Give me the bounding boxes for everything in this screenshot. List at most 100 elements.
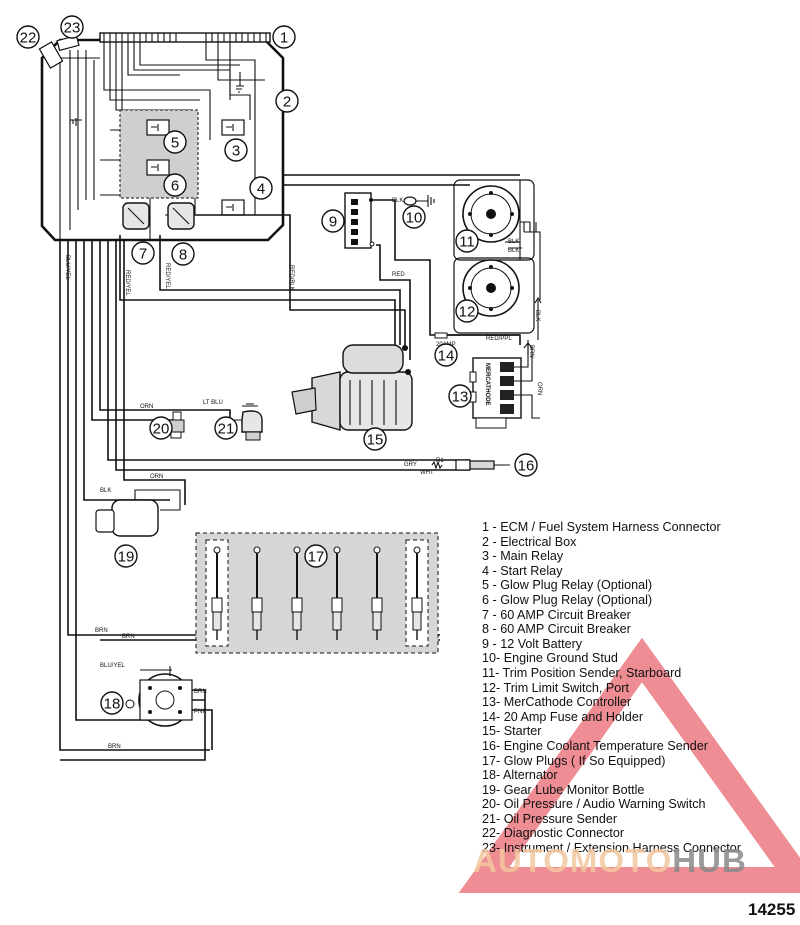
glow-plug — [251, 546, 263, 640]
callout-number: 15 — [367, 432, 384, 449]
legend-item: 5 - Glow Plug Relay (Optional) — [482, 578, 653, 593]
callout-19: 19 — [114, 544, 138, 568]
wire-label: BRN — [108, 744, 121, 750]
callout-number: 19 — [118, 549, 135, 566]
legend-item: 10- Engine Ground Stud — [482, 651, 618, 666]
callout-3: 3 — [224, 138, 248, 162]
legend-item: 13- MerCathode Controller — [482, 695, 632, 710]
engine-ground-stud — [403, 195, 435, 207]
callout-21: 21 — [214, 416, 238, 440]
instrument-harness-connector — [56, 34, 80, 52]
callout-number: 23 — [64, 20, 81, 37]
wire-label: BLU/YEL — [100, 663, 125, 669]
callout-2: 2 — [275, 89, 299, 113]
wire-label: BRN — [528, 345, 534, 358]
callout-number: 5 — [171, 135, 179, 152]
trim-sender-leads — [505, 180, 542, 355]
watermark-part-2: HUB — [672, 842, 747, 879]
wire-label: BLK — [392, 198, 403, 204]
parts-legend: 1 - ECM / Fuel System Harness Connector 2… — [482, 520, 782, 856]
wire-label: BRN — [122, 634, 135, 640]
callout-7: 7 — [131, 241, 155, 265]
callout-12: 12 — [455, 299, 479, 323]
gear-lube-monitor-bottle — [95, 489, 181, 537]
wire-label: BLK — [508, 248, 519, 254]
callout-number: 14 — [438, 348, 455, 365]
watermark-part-1: AUTOMOTO — [473, 842, 673, 879]
callout-number: 18 — [104, 696, 121, 713]
legend-item: 7 - 60 AMP Circuit Breaker — [482, 607, 631, 622]
callout-13: 13 — [448, 384, 472, 408]
wire-label: RED/BLK — [288, 265, 294, 291]
callout-number: 4 — [257, 181, 265, 198]
legend-item: 17- Glow Plugs ( If So Equipped) — [482, 753, 666, 768]
wire-label: BLK — [534, 310, 540, 321]
oil-pressure-sender — [230, 403, 263, 441]
callout-14: 14 — [434, 343, 458, 367]
callout-number: 13 — [452, 389, 469, 406]
wire-label: RED/PPL — [486, 336, 512, 342]
wire-label: RED — [392, 272, 405, 278]
legend-item: 23- Instrument / Extension Harness Conne… — [482, 841, 741, 856]
glow-plug — [331, 546, 343, 640]
wire-label: GRY — [404, 462, 417, 468]
wire-label: ORN — [140, 404, 153, 410]
legend-item: 12- Trim Limit Switch, Port — [482, 680, 629, 695]
wire-label: R1 — [436, 458, 444, 464]
mercathode-label: MERCATHODE — [484, 363, 490, 406]
legend-item: 4 - Start Relay — [482, 563, 563, 578]
legend-item: 20- Oil Pressure / Audio Warning Switch — [482, 797, 706, 812]
electrical-box — [40, 32, 285, 242]
callout-number: 17 — [308, 549, 325, 566]
callout-4: 4 — [249, 176, 273, 200]
legend-item: 14- 20 Amp Fuse and Holder — [482, 709, 644, 724]
callout-11: 11 — [455, 229, 479, 253]
callout-number: 6 — [171, 178, 179, 195]
figure-number: 14255 — [748, 900, 796, 919]
harness-wires — [59, 174, 521, 761]
battery — [344, 192, 375, 249]
callout-18: 18 — [100, 691, 124, 715]
legend-item: 9 - 12 Volt Battery — [482, 636, 583, 651]
legend-item: 21- Oil Pressure Sender — [482, 811, 618, 826]
callout-number: 22 — [20, 30, 37, 47]
callout-number: 7 — [139, 246, 147, 263]
glow-plug — [411, 546, 423, 640]
callout-number: 16 — [518, 458, 535, 475]
watermark-triangle — [458, 637, 800, 893]
wire-label: RED/YEL — [124, 270, 130, 296]
legend-item: 18- Alternator — [482, 768, 558, 783]
callout-number: 11 — [459, 234, 475, 251]
glow-plug — [291, 546, 303, 640]
callout-22: 22 — [16, 25, 40, 49]
callout-number: 2 — [283, 94, 291, 111]
callout-17: 17 — [304, 544, 328, 568]
wire-label: LT BLU — [203, 400, 223, 406]
glow-plug — [371, 546, 383, 640]
watermark-text: AUTOMOTOHUB — [473, 842, 747, 880]
callout-number: 21 — [218, 421, 235, 438]
callout-10: 10 — [402, 205, 426, 229]
wire-label: BLU/YEL — [64, 255, 70, 280]
callout-1: 1 — [272, 25, 296, 49]
wire-label: WHT — [420, 470, 434, 476]
callout-6: 6 — [163, 173, 187, 197]
callout-20: 20 — [149, 416, 173, 440]
mercathode-controller: MERCATHODE — [469, 340, 540, 429]
legend-item: 15- Starter — [482, 724, 542, 739]
callout-5: 5 — [163, 130, 187, 154]
alternator — [125, 666, 193, 727]
starter-motor — [291, 344, 413, 431]
callout-number: 3 — [232, 143, 240, 160]
wire-label: ORN — [536, 382, 542, 395]
callout-15: 15 — [363, 427, 387, 451]
callout-16: 16 — [514, 453, 538, 477]
legend-item: 1 - ECM / Fuel System Harness Connector — [482, 520, 721, 534]
legend-item: 22- Diagnostic Connector — [482, 826, 625, 841]
coolant-temperature-sender — [431, 459, 510, 471]
legend-item: 3 - Main Relay — [482, 549, 564, 564]
callout-number: 10 — [406, 210, 423, 227]
callout-number: 9 — [329, 214, 337, 231]
diagnostic-connector — [38, 41, 64, 69]
